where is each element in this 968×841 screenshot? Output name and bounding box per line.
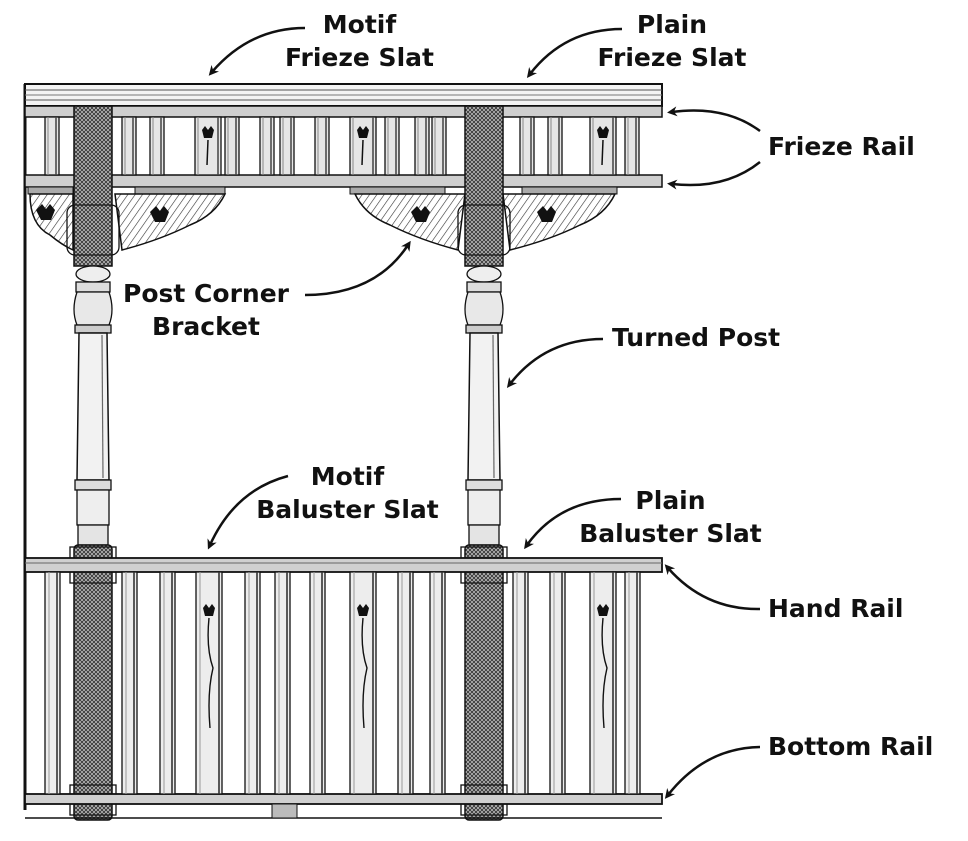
label-turned-post: Turned Post xyxy=(612,321,797,354)
arrow-bottom-rail xyxy=(664,745,761,799)
motif-icon xyxy=(411,206,430,222)
post-upper-block xyxy=(464,105,504,267)
label-line: Motif xyxy=(322,10,397,39)
label-line: Bottom Rail xyxy=(768,732,934,761)
hand-rail xyxy=(24,557,663,573)
label-line: Motif xyxy=(310,462,385,491)
label-line: Baluster Slat xyxy=(579,519,762,548)
label-frieze-rail: Frieze Rail xyxy=(768,130,928,163)
balustrade xyxy=(24,557,663,819)
plain-frieze-slat xyxy=(624,116,640,176)
label-line: Frieze Slat xyxy=(285,43,434,72)
motif-frieze-slat xyxy=(194,116,222,176)
post-corner-brackets xyxy=(29,193,617,252)
arrow-frieze-rail-bottom xyxy=(667,161,761,190)
plain-frieze-slat xyxy=(519,116,535,176)
plain-frieze-slat xyxy=(44,116,60,176)
plain-frieze-slat xyxy=(431,116,447,176)
motif-icon xyxy=(537,206,556,222)
label-motif-frieze-slat: Motif Frieze Slat xyxy=(282,8,437,74)
label-hand-rail: Hand Rail xyxy=(768,592,928,625)
plain-frieze-slat xyxy=(259,116,275,176)
turned-post-left xyxy=(66,105,120,821)
arrow-plain-frieze-slat xyxy=(526,27,623,78)
label-plain-baluster-slat: Plain Baluster Slat xyxy=(573,484,768,550)
label-post-corner-bracket: Post Corner Bracket xyxy=(116,277,296,343)
frieze-rail-bottom xyxy=(24,174,663,188)
motif-icon xyxy=(597,126,609,138)
plain-baluster-slat xyxy=(159,571,176,795)
motif-icon xyxy=(202,126,214,138)
label-line: Bracket xyxy=(152,312,260,341)
plain-baluster-slat xyxy=(244,571,261,795)
label-line: Frieze Rail xyxy=(768,132,915,161)
label-line: Post Corner xyxy=(123,279,289,308)
arrow-hand-rail xyxy=(664,564,761,611)
plain-frieze-slat xyxy=(121,116,137,176)
arrow-motif-baluster-slat xyxy=(207,474,289,550)
plain-baluster-slat xyxy=(549,571,566,795)
arrow-motif-frieze-slat xyxy=(208,26,306,76)
plain-frieze-slat xyxy=(279,116,295,176)
label-line: Frieze Slat xyxy=(597,43,747,72)
callout-arrows xyxy=(207,26,761,799)
plain-frieze-slat xyxy=(547,116,563,176)
label-plain-frieze-slat: Plain Frieze Slat xyxy=(593,8,751,74)
motif-frieze-slat xyxy=(349,116,377,176)
motif-icon xyxy=(597,604,609,616)
motif-icon xyxy=(357,126,369,138)
arrow-frieze-rail-top xyxy=(667,106,761,133)
bracket-left-post-right xyxy=(114,193,227,251)
frieze-rail-top xyxy=(24,105,663,118)
plain-baluster-slat xyxy=(274,571,291,795)
plain-frieze-slat xyxy=(314,116,330,176)
post-lower-block xyxy=(464,544,504,821)
plain-baluster-slat xyxy=(44,571,61,795)
motif-baluster-slat xyxy=(589,571,617,795)
plain-frieze-slat xyxy=(149,116,165,176)
label-line: Plain xyxy=(635,486,706,515)
motif-icon xyxy=(150,206,169,222)
turned-post-right xyxy=(457,105,511,821)
post-shaft xyxy=(76,332,110,481)
bottom-rail xyxy=(24,793,663,805)
plain-baluster-slat xyxy=(512,571,529,795)
plain-baluster-slat xyxy=(121,571,138,795)
post-upper-block xyxy=(73,105,113,267)
label-line: Turned Post xyxy=(612,323,781,352)
label-bottom-rail: Bottom Rail xyxy=(768,730,958,763)
motif-icon xyxy=(36,204,55,220)
plain-baluster-slat xyxy=(309,571,326,795)
label-line: Hand Rail xyxy=(768,594,904,623)
label-motif-baluster-slat: Motif Baluster Slat xyxy=(250,460,445,526)
motif-icon xyxy=(357,604,369,616)
plain-baluster-slat xyxy=(624,571,641,795)
bracket-right-post-right xyxy=(502,193,617,251)
motif-baluster-slat xyxy=(349,571,377,795)
frieze xyxy=(24,83,663,195)
arrow-turned-post xyxy=(506,337,604,388)
plain-frieze-slat xyxy=(384,116,400,176)
plain-frieze-slat xyxy=(414,116,430,176)
motif-baluster-slat xyxy=(195,571,223,795)
label-line: Plain xyxy=(636,10,708,39)
plain-baluster-slat xyxy=(397,571,414,795)
arrow-post-corner-bracket xyxy=(304,240,411,297)
post-shaft xyxy=(467,332,501,481)
post-lower-block xyxy=(73,544,113,821)
motif-frieze-slat xyxy=(589,116,617,176)
motif-icon xyxy=(203,604,215,616)
arrow-plain-baluster-slat xyxy=(524,497,622,550)
plain-frieze-slat xyxy=(224,116,240,176)
bracket-right-post-left xyxy=(353,193,466,251)
label-line: Baluster Slat xyxy=(256,495,439,524)
plain-baluster-slat xyxy=(429,571,446,795)
